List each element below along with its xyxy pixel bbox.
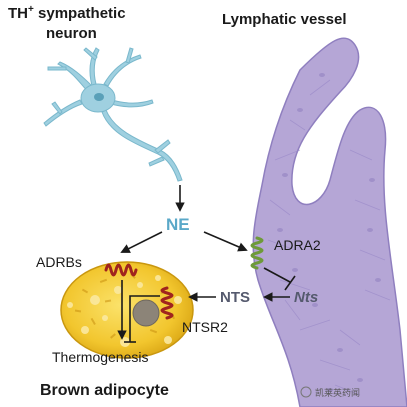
nts-gene-label: Nts	[294, 289, 318, 306]
watermark: 凯莱英药闻	[300, 386, 360, 399]
ntsr2-receptor	[160, 286, 174, 320]
thermogenesis-label: Thermogenesis	[52, 349, 149, 365]
nucleus	[132, 299, 160, 327]
adipocyte-label: Brown adipocyte	[40, 382, 169, 399]
neuron-title: TH+ sympathetic	[8, 4, 126, 22]
wechat-icon	[300, 386, 312, 398]
adra2-label: ADRA2	[274, 237, 321, 253]
inhibit-bar	[284, 275, 296, 291]
sympathetic-neuron	[43, 47, 183, 182]
arrow-ne-to-adrbs	[120, 231, 163, 253]
adrbs-receptor	[104, 263, 138, 277]
adrbs-label: ADRBs	[36, 254, 82, 270]
brown-adipocyte	[60, 261, 194, 359]
watermark-text: 凯莱英药闻	[315, 387, 360, 399]
inhibit-ntsr2-to-thermogenesis	[129, 295, 160, 342]
ntsr2-label: NTSR2	[182, 319, 228, 335]
neuron-title-line2: neuron	[46, 25, 97, 42]
inhibit-adra2-to-nts	[263, 267, 291, 283]
adra2-receptor	[250, 236, 264, 270]
nts-protein-label: NTS	[220, 289, 250, 306]
lymphatic-vessel	[252, 37, 407, 407]
pathway-arrows	[117, 185, 296, 343]
vessel-title: Lymphatic vessel	[222, 11, 347, 28]
ne-label: NE	[166, 215, 190, 234]
arrow-ne-to-adra2	[203, 231, 248, 252]
